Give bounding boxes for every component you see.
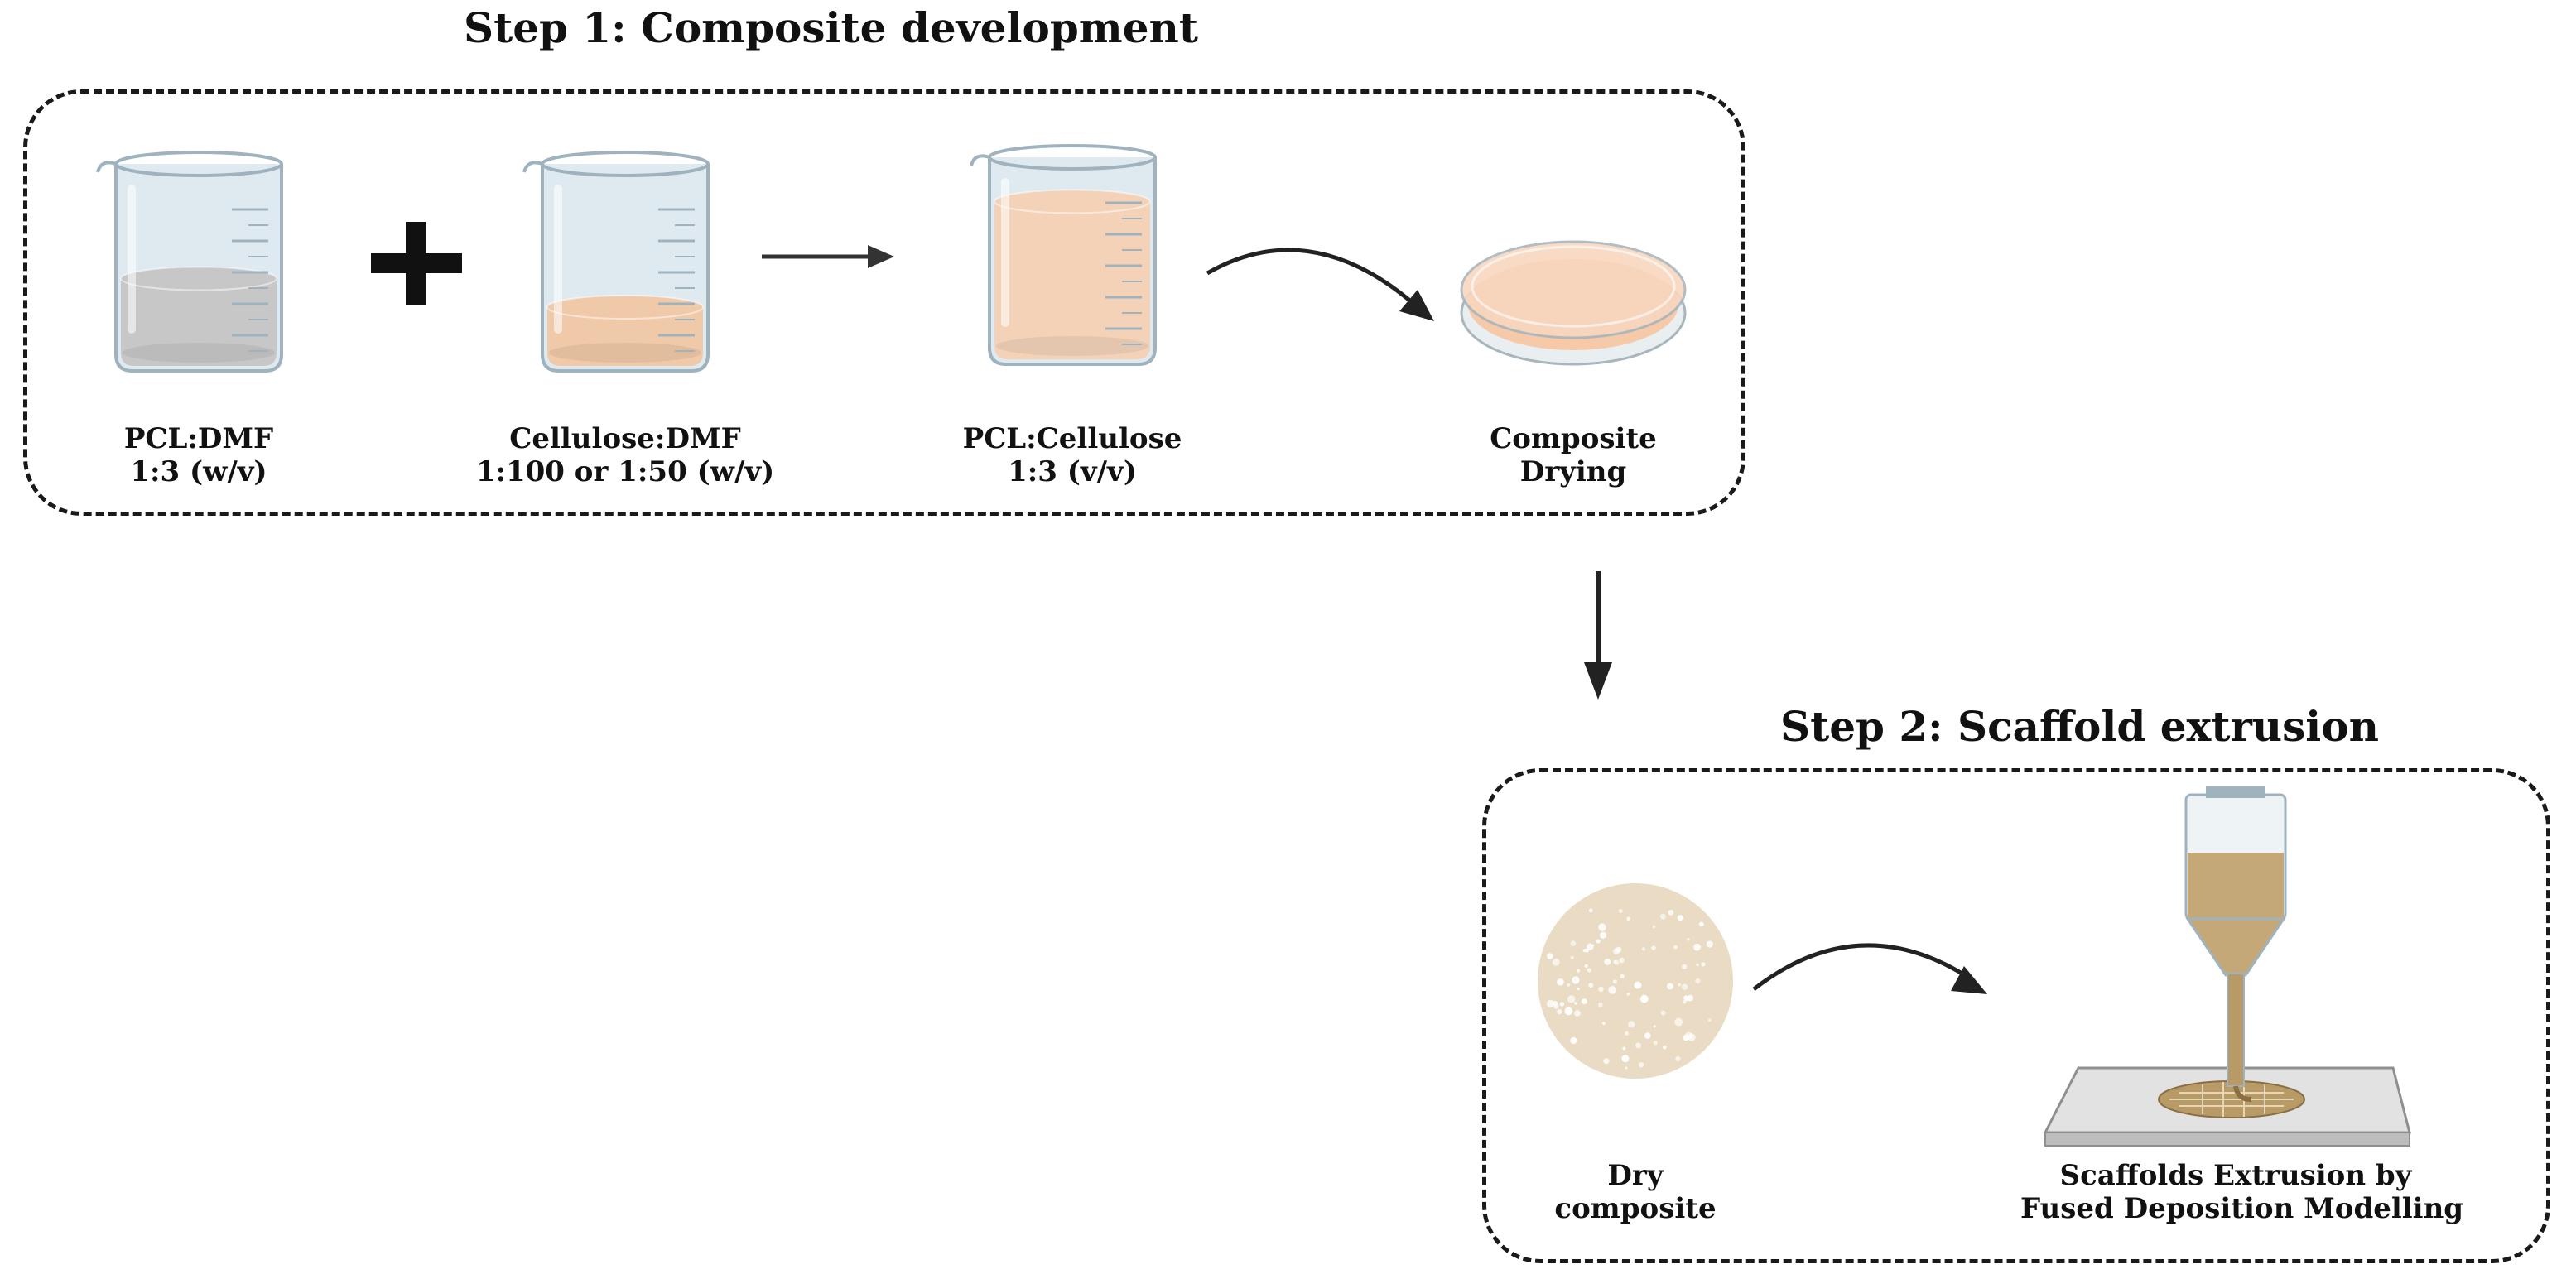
- curved-arrow-icon: [1206, 248, 1434, 321]
- beaker-liquid: [121, 278, 277, 366]
- dry-composite-disc: [1538, 883, 1733, 1079]
- petri-dish: [1460, 240, 1687, 366]
- step2-panel: [1482, 768, 2550, 1263]
- beaker-pcl-cellulose: [970, 144, 1157, 366]
- plus-icon: [371, 222, 462, 305]
- step2-title: Step 2: Scaffold extrusion: [1780, 702, 2379, 751]
- beaker-cellulose-dmf: [522, 151, 710, 373]
- beaker-liquid: [547, 307, 703, 366]
- beaker-liquid: [994, 201, 1150, 359]
- step1-title: Step 1: Composite development: [464, 3, 1198, 52]
- beaker-pcl-dmf: [96, 151, 283, 373]
- step1-panel: [23, 89, 1745, 516]
- arrow-down-icon: [1584, 571, 1612, 700]
- curved-arrow-icon: [1752, 943, 1987, 994]
- fdm-extruder: [2043, 786, 2411, 1147]
- arrow-right-icon: [762, 245, 894, 268]
